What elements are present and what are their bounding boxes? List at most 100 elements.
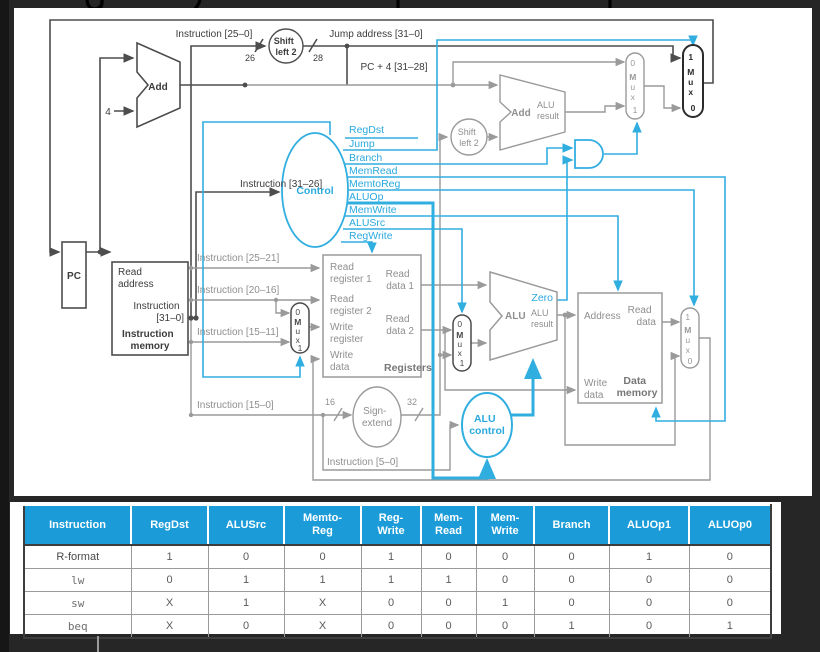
label-jump-shift: Shift left 2 xyxy=(274,31,298,57)
label-write-register: Write register xyxy=(330,317,364,345)
datapath-diagram-panel: Instruction [25–0] Shift left 2 26 28 Ju… xyxy=(14,0,812,496)
regdst-mux xyxy=(290,302,310,354)
cell-value: 0 xyxy=(130,568,209,592)
label-regwrite: RegWrite xyxy=(349,230,393,242)
wire-regwrite xyxy=(341,241,377,254)
pc-box xyxy=(61,241,87,309)
cell-value: 1 xyxy=(207,568,285,592)
cell-value: 1 xyxy=(475,591,535,615)
alu-shape xyxy=(489,270,558,362)
registers-labels: Read register 1 Read data 1 Read registe… xyxy=(330,262,432,374)
wire-memtoreg xyxy=(345,189,699,307)
label-data-memory: Data memory xyxy=(617,371,658,399)
wire-alusrc xyxy=(343,228,467,314)
label-reg-write-data: Write data xyxy=(330,345,358,373)
label-instruction-memory: Instruction memory xyxy=(122,324,178,352)
label-four: 4 xyxy=(105,107,111,118)
label-regdst: RegDst xyxy=(349,124,384,136)
label-field-20-16: Instruction [20–16] xyxy=(197,285,279,296)
instruction-memory-labels: Read address Instruction [31–0] Instruct… xyxy=(118,267,184,352)
label-field-5-0: Instruction [5–0] xyxy=(327,457,398,468)
label-alu-control: ALU control xyxy=(469,409,505,437)
slash-26 xyxy=(254,38,264,53)
label-dmem-write-data: Write data xyxy=(584,373,612,401)
slash-16 xyxy=(333,407,343,422)
cell-value: 0 xyxy=(420,544,477,569)
registers-box xyxy=(322,254,422,378)
instruction-field-labels: Instruction [25–21] Instruction [20–16] … xyxy=(197,253,398,468)
cell-value: X xyxy=(283,614,362,639)
label-branch: Branch xyxy=(349,152,382,164)
wire-memread xyxy=(345,176,726,422)
wire-alucontrol-to-alu xyxy=(511,358,542,417)
cell-instruction: beq xyxy=(23,614,132,639)
jump-mux-labels: 1 M u x 0 xyxy=(687,47,699,113)
slash-32 xyxy=(414,407,424,422)
label-aluop: ALUOp xyxy=(349,191,384,203)
label-field-15-11: Instruction [15–11] xyxy=(197,327,279,338)
cell-value: 0 xyxy=(207,614,285,639)
label-memread: MemRead xyxy=(349,165,398,177)
cell-value: 0 xyxy=(420,591,477,615)
wire-memwrite xyxy=(344,215,623,292)
wire-pc4-to-branchmux xyxy=(452,57,626,85)
memtoreg-mux xyxy=(680,307,700,369)
label-26: 26 xyxy=(245,53,255,63)
cell-value: 0 xyxy=(688,544,772,569)
label-address: Address xyxy=(584,311,621,322)
mux-labels: 0 M u x 1 0 M u x 1 0 M u x 1 1 xyxy=(294,47,699,368)
branch-mux xyxy=(625,52,645,120)
cell-value: 0 xyxy=(207,544,285,569)
gray-wires xyxy=(190,57,711,481)
label-28: 28 xyxy=(313,53,323,63)
header-aluop0: ALUOp0 xyxy=(688,504,772,546)
cell-value: 1 xyxy=(688,614,772,639)
wire-instr-to-shift xyxy=(190,41,267,318)
label-pc: PC xyxy=(67,271,81,282)
wire-branchadder-to-mux xyxy=(565,101,626,113)
wire-signext-to-shift xyxy=(400,132,449,416)
label-dmem-read-data: Read data xyxy=(628,300,657,328)
cell-value: X xyxy=(130,591,209,615)
header-alusrc: ALUSrc xyxy=(207,504,285,546)
label-pc-plus-4: PC + 4 [31–28] xyxy=(361,62,428,73)
alusrc-mux-labels: 0 M u x 1 xyxy=(456,314,468,368)
header-memwrite: Mem- Write xyxy=(475,504,535,546)
label-read-data-1: Read data 1 xyxy=(386,264,415,292)
cell-value: 0 xyxy=(475,614,535,639)
control-wires xyxy=(202,35,726,422)
label-branch-add: Add xyxy=(511,108,530,119)
header-memtoreg: Memto- Reg xyxy=(283,504,362,546)
alu-control-ellipse xyxy=(461,392,513,458)
wire-jump xyxy=(343,35,698,151)
mips-datapath-diagram: Instruction [25–0] Shift left 2 26 28 Ju… xyxy=(14,0,812,496)
table-row-beq: beq X 0 X 0 0 0 1 0 1 xyxy=(23,614,772,639)
wire-and-to-branchmux xyxy=(604,121,642,155)
text-cursor-line xyxy=(97,636,99,652)
memtoreg-mux-labels: 1 M u x 0 xyxy=(684,307,696,366)
label-field-25-21: Instruction [25–21] xyxy=(197,253,279,264)
label-alusrc: ALUSrc xyxy=(349,217,385,229)
jump-mux xyxy=(682,44,704,118)
label-16: 16 xyxy=(325,397,335,407)
label-add: Add xyxy=(148,82,167,93)
cell-value: 0 xyxy=(608,568,690,592)
label-jump-address: Jump address [31–0] xyxy=(329,29,423,40)
alusrc-mux xyxy=(452,314,472,372)
cell-value: 1 xyxy=(608,544,690,569)
control-unit-ellipse xyxy=(281,132,349,248)
cell-value: 0 xyxy=(360,614,422,639)
cell-value: 1 xyxy=(360,568,422,592)
wire-aluresult-to-memtoregmux xyxy=(564,315,681,446)
label-field-15-0: Instruction [15–0] xyxy=(197,400,274,411)
table-row-sw: sw X 1 X 0 0 1 0 0 0 xyxy=(23,591,772,615)
branch-adder-shape xyxy=(499,74,566,151)
wire-zero-to-and xyxy=(557,155,574,301)
cell-value: 0 xyxy=(608,591,690,615)
cell-value: 1 xyxy=(533,614,610,639)
cell-value: X xyxy=(283,591,362,615)
label-read-register-2: Read register 2 xyxy=(330,289,372,317)
label-branch-shift: Shift left 2 xyxy=(458,122,480,148)
control-wires-thick xyxy=(344,201,542,480)
